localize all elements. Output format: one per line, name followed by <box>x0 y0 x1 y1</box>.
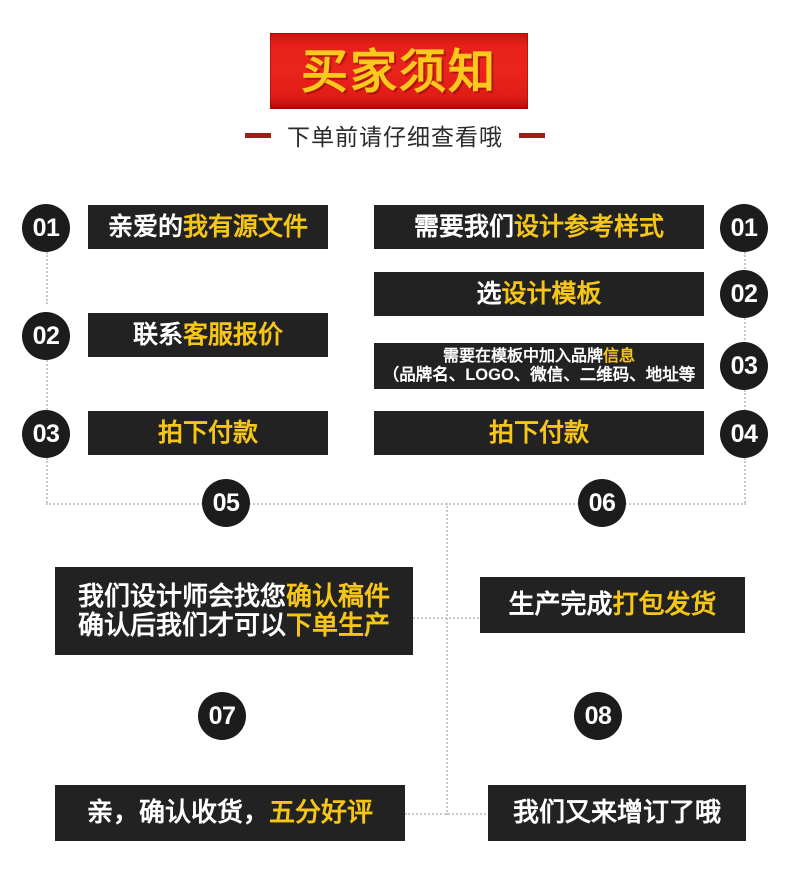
step-left-01-highlight: 我有源文件 <box>183 213 309 241</box>
lower-left-line2-plain: 确认后我们才可以 <box>77 610 286 640</box>
dash-left-icon <box>245 132 271 138</box>
step-right-02-highlight: 设计模板 <box>501 280 602 308</box>
badge-lower-07-label: 07 <box>208 701 236 730</box>
connector-left-03-down <box>46 458 48 503</box>
badge-mid-05-label: 05 <box>212 488 240 517</box>
badge-left-01: 01 <box>22 204 70 252</box>
badge-right-04: 04 <box>720 410 768 458</box>
step-right-03-line1-plain: 需要在模板中加入品牌 <box>442 347 603 365</box>
badge-left-02: 02 <box>22 312 70 360</box>
connector-vertical-center <box>446 503 448 815</box>
step-right-03-line1: 需要在模板中加入品牌信息 <box>443 348 635 366</box>
lower-right-line: 生产完成打包发货 <box>508 590 716 619</box>
badge-right-04-label: 04 <box>730 419 758 448</box>
page-title: 买家须知 <box>301 44 497 98</box>
lower-left-line1: 我们设计师会找您确认稿件 <box>77 580 391 611</box>
bottom-right-plain: 我们又来增订了哦 <box>512 797 721 828</box>
bottom-left-line: 亲，确认收货，五分好评 <box>87 798 373 827</box>
lower-box-right: 生产完成打包发货 <box>480 577 745 633</box>
connector-left-01-02 <box>46 252 48 304</box>
badge-lower-07: 07 <box>198 692 246 740</box>
page-subtitle: 下单前请仔细查看哦 <box>287 124 503 150</box>
step-left-02-highlight: 客服报价 <box>183 321 284 349</box>
step-right-01-highlight: 设计参考样式 <box>514 213 665 241</box>
step-box-left-03: 拍下付款 <box>88 411 328 455</box>
bottom-right-line: 我们又来增订了哦 <box>513 798 721 827</box>
step-right-03-line1-highlight: 信息 <box>603 347 636 365</box>
lower-left-line1-plain: 我们设计师会找您 <box>77 580 286 611</box>
badge-left-02-label: 02 <box>32 321 60 350</box>
step-right-04-highlight: 拍下付款 <box>488 419 589 447</box>
badge-mid-06: 06 <box>578 479 626 527</box>
lower-right-highlight: 打包发货 <box>612 589 717 620</box>
step-right-03-line2: （品牌名、LOGO、微信、二维码、地址等 <box>383 366 696 384</box>
lower-left-line1-highlight: 确认稿件 <box>286 580 391 611</box>
badge-right-03: 03 <box>720 342 768 390</box>
header-banner: 买家须知 <box>270 33 528 109</box>
step-box-right-04: 拍下付款 <box>374 411 704 455</box>
step-box-right-03: 需要在模板中加入品牌信息 （品牌名、LOGO、微信、二维码、地址等 <box>374 343 704 389</box>
step-left-01-line: 亲爱的我有源文件 <box>108 213 308 241</box>
connector-horizontal-bottom <box>405 813 490 815</box>
step-right-03-line2-plain: （品牌名、LOGO、微信、二维码、地址等 <box>382 365 696 384</box>
badge-right-03-label: 03 <box>730 351 758 380</box>
step-left-03-highlight: 拍下付款 <box>157 419 258 447</box>
connector-left-02-03 <box>46 360 48 410</box>
badge-right-02: 02 <box>720 270 768 318</box>
step-left-01-plain: 亲爱的 <box>107 213 183 241</box>
lower-left-line2-highlight: 下单生产 <box>286 610 391 640</box>
badge-right-01-label: 01 <box>730 213 758 242</box>
bottom-box-left: 亲，确认收货，五分好评 <box>55 785 405 841</box>
step-left-03-line: 拍下付款 <box>158 419 258 447</box>
step-box-right-01: 需要我们设计参考样式 <box>374 205 704 249</box>
step-left-02-line: 联系客服报价 <box>133 321 283 349</box>
step-right-02-line: 选设计模板 <box>476 280 601 308</box>
step-right-02-plain: 选 <box>476 280 502 308</box>
connector-right-03-04 <box>744 390 746 418</box>
step-box-left-02: 联系客服报价 <box>88 313 328 357</box>
step-right-04-line: 拍下付款 <box>489 419 589 447</box>
step-left-02-plain: 联系 <box>132 321 183 349</box>
step-box-left-01: 亲爱的我有源文件 <box>88 205 328 249</box>
step-right-01-plain: 需要我们 <box>413 213 514 241</box>
connector-horizontal-mid <box>46 503 746 505</box>
badge-lower-08-label: 08 <box>584 701 612 730</box>
badge-lower-08: 08 <box>574 692 622 740</box>
badge-mid-05: 05 <box>202 479 250 527</box>
connector-right-04-down <box>744 458 746 503</box>
step-right-01-line: 需要我们设计参考样式 <box>414 213 664 241</box>
badge-left-03: 03 <box>22 410 70 458</box>
connector-right-02-03 <box>744 318 746 352</box>
step-box-right-02: 选设计模板 <box>374 272 704 316</box>
bottom-left-plain: 亲，确认收货， <box>86 797 269 828</box>
badge-mid-06-label: 06 <box>588 488 616 517</box>
header-subtitle-row: 下单前请仔细查看哦 <box>0 118 790 152</box>
badge-left-01-label: 01 <box>32 213 60 242</box>
lower-box-left: 我们设计师会找您确认稿件 确认后我们才可以下单生产 <box>55 567 413 655</box>
badge-left-03-label: 03 <box>32 419 60 448</box>
lower-left-line2: 确认后我们才可以下单生产 <box>77 610 391 640</box>
badge-right-02-label: 02 <box>730 279 758 308</box>
badge-right-01: 01 <box>720 204 768 252</box>
bottom-box-right: 我们又来增订了哦 <box>488 785 746 841</box>
dash-right-icon <box>519 132 545 138</box>
lower-right-plain: 生产完成 <box>508 589 613 620</box>
bottom-left-highlight: 五分好评 <box>269 797 374 828</box>
connector-horizontal-lower <box>400 617 495 619</box>
